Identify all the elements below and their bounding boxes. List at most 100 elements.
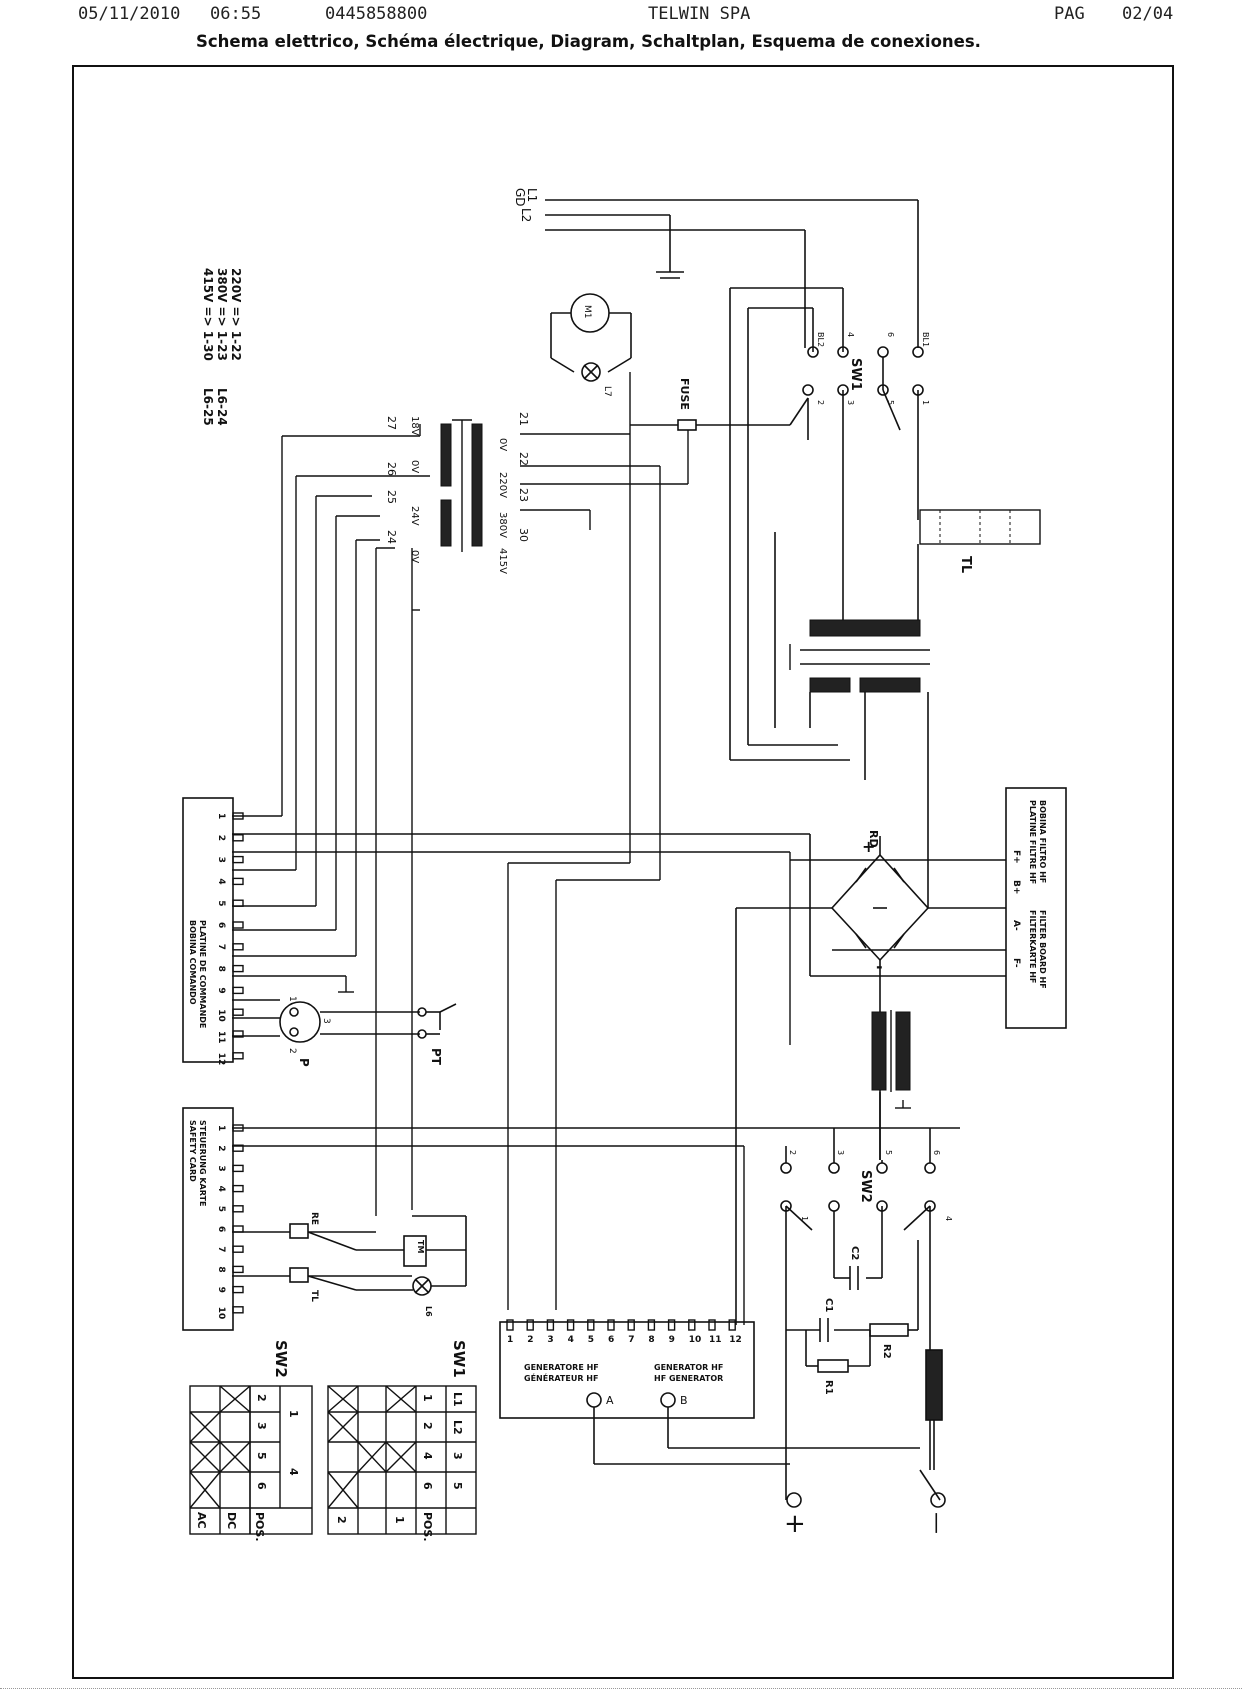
filter-inductor — [871, 1010, 911, 1160]
control-board-pin-connector — [232, 855, 244, 864]
control-board-title: BOBINA COMANDO PLATINE DE COMMANDE — [188, 920, 207, 1028]
hf-generator-pin-number: 12 — [729, 1335, 742, 1345]
sw1-table-col2: L2 — [451, 1420, 464, 1435]
hf-generator-pin-connector — [506, 1319, 514, 1331]
hf-generator-pin-connector — [708, 1319, 716, 1331]
aux-wiring — [232, 372, 960, 1325]
safety-card-title-b: STEUERUNG KARTE — [198, 1120, 207, 1206]
sw1-contact: 4 — [846, 332, 855, 337]
sw2-contact: 5 — [884, 1150, 893, 1155]
sw2-table-col: 2 — [255, 1394, 268, 1402]
sw2-contact: 6 — [932, 1150, 941, 1155]
filter-board-title: BOBINA FILTRO HF — [1038, 800, 1047, 883]
voltage-table: 220V => 1-22 380V => 1-23 415V => 1-30 L… — [201, 268, 243, 426]
fax-time: 06:55 — [210, 4, 262, 24]
pot-label: P — [297, 1058, 311, 1067]
control-board-pin-number: 6 — [216, 922, 226, 928]
hf-generator-pin-number: 11 — [709, 1335, 722, 1345]
filter-board-title: FILTER BOARD HF — [1038, 910, 1047, 989]
rectifier-label: RD — [867, 830, 880, 848]
hf-generator-pin-number: 4 — [568, 1335, 574, 1345]
primary-volt-label: 415V — [497, 548, 508, 574]
fax-number: 0445858800 — [325, 4, 428, 24]
sw1-contact: 3 — [846, 400, 855, 405]
safety-card-pin-number: 4 — [216, 1186, 226, 1192]
control-board-pin-connector — [232, 1052, 244, 1060]
sw2-table-top: 1 — [287, 1410, 300, 1418]
secondary-terminal: 24 — [385, 530, 398, 544]
mains-label: GD — [513, 188, 527, 207]
hf-generator-pin-number: 8 — [648, 1335, 654, 1345]
safety-card-pin-connector — [232, 1245, 244, 1253]
safety-card-pin-connector — [232, 1205, 244, 1213]
safety-card-title-a: SAFETY CARD — [188, 1120, 197, 1182]
primary-volt-label: 380V — [497, 512, 508, 538]
sw1-contact: BL1 — [921, 332, 930, 347]
sw2-labels: SW2 2 3 5 6 1 4 C2 C1 R2 R1 — [788, 1150, 953, 1395]
control-board-pin-connector — [232, 964, 244, 973]
sw2-table-col: 5 — [255, 1452, 268, 1460]
fan-motor — [550, 293, 632, 382]
sw2-table-title: SW2 — [272, 1340, 290, 1378]
page-subtitle: Schema elettrico, Schéma électrique, Dia… — [196, 32, 981, 51]
hf-generator-pin-number: 2 — [527, 1335, 533, 1345]
relay-labels: RE TL TM L6 — [309, 1212, 433, 1317]
hf-generator-pin-number: 3 — [547, 1335, 553, 1345]
relay-coils — [232, 1215, 467, 1296]
sw1-table-title: SW1 — [450, 1340, 468, 1378]
sw1-table-pos: POS. — [421, 1512, 434, 1542]
sw1-table-row: 1 — [393, 1516, 406, 1524]
mains-label: L2 — [519, 208, 533, 222]
filter-terminal: F+ — [1011, 850, 1021, 864]
safety-card-pin-connector — [232, 1306, 244, 1314]
hf-title-fr: GÉNÉRATEUR HF — [524, 1372, 598, 1383]
rectifier-bridge — [735, 834, 1006, 1325]
voltage-row: 380V => 1-23 — [215, 268, 229, 361]
control-board-pin-connector — [232, 986, 244, 995]
hf-generator-titles: GENERATORE HF GÉNÉRATEUR HF GENERATOR HF… — [524, 1363, 723, 1407]
sw1-table-col: 1 — [421, 1394, 434, 1402]
aux-secondary-labels: 18V 0V 24V 0V 27 26 25 24 — [385, 416, 420, 563]
relay-label: TL — [309, 1290, 319, 1302]
hf-generator-pin-number: 7 — [628, 1335, 634, 1345]
potentiometer — [232, 999, 420, 1043]
filter-terminals: F+ B+ A- F- — [1011, 850, 1021, 968]
control-board-pin-number: 3 — [216, 857, 226, 863]
sw2-switch — [780, 1128, 943, 1501]
primary-terminal: 30 — [517, 528, 530, 542]
filter-terminal: F- — [1011, 958, 1021, 968]
control-board-pin-connector — [232, 1030, 244, 1038]
sw1-table-col: 4 — [421, 1452, 434, 1460]
control-board-pin-number: 8 — [216, 966, 226, 972]
pot-pin: 3 — [321, 1018, 331, 1024]
sw2-table-labels: SW2 2 3 5 6 1 4 POS. DC AC — [195, 1340, 300, 1542]
hf-generator-pin-number: 5 — [588, 1335, 594, 1345]
control-board-pin-number: 9 — [216, 987, 226, 993]
safety-card-pin-number: 8 — [216, 1266, 226, 1272]
hf-filter-board — [1005, 787, 1067, 1029]
hf-generator-pin-connector — [546, 1319, 555, 1331]
sw2-table-col: 3 — [255, 1422, 268, 1430]
fuse-label: FUSE — [678, 378, 691, 410]
sw2-contact: 1 — [800, 1216, 809, 1221]
safety-card-pin-connector — [232, 1164, 244, 1173]
hf-generator-pin-connector — [566, 1319, 575, 1331]
main-transformer — [730, 509, 1041, 860]
sw1-table-col2: L1 — [451, 1392, 464, 1407]
sw2-table-pos: POS. — [253, 1512, 266, 1542]
hf-generator-pin-connector — [688, 1319, 696, 1331]
safety-card-pin-number: 10 — [216, 1307, 226, 1320]
safety-card-pin-connector — [232, 1285, 244, 1294]
mains-label: L1 — [525, 188, 539, 202]
safety-card-pin-number: 6 — [216, 1226, 226, 1232]
hf-title-it: GENERATORE HF — [524, 1363, 599, 1372]
lamp-label: L7 — [602, 386, 612, 397]
filter-board-title: PLATINE FILTRE HF — [1028, 800, 1037, 884]
control-board-pin-connector — [232, 943, 244, 951]
fan-label: M1 — [582, 305, 592, 319]
voltage-row: 220V => 1-22 — [229, 268, 243, 361]
filter-board-titles: BOBINA FILTRO HF PLATINE FILTRE HF FILTE… — [1028, 800, 1047, 989]
